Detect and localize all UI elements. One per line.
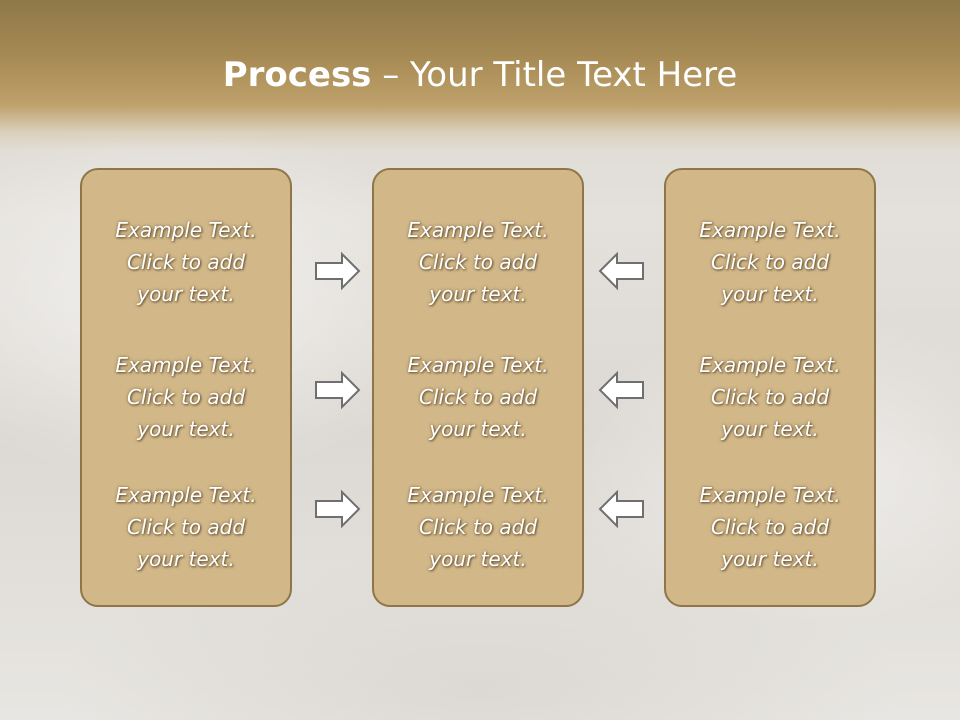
text-line: Example Text.: [407, 483, 549, 507]
text-line: your text.: [137, 547, 235, 571]
text-placeholder[interactable]: Example Text. Click to add your text.: [82, 214, 290, 310]
text-line: your text.: [721, 282, 819, 306]
text-line: Click to add: [126, 385, 246, 409]
text-line: Example Text.: [699, 353, 841, 377]
left-arrow-icon[interactable]: [597, 370, 645, 410]
panel-middle[interactable]: Example Text. Click to add your text. Ex…: [372, 168, 584, 607]
text-line: Click to add: [418, 385, 538, 409]
text-placeholder[interactable]: Example Text. Click to add your text.: [374, 214, 582, 310]
text-placeholder[interactable]: Example Text. Click to add your text.: [82, 349, 290, 445]
text-line: Click to add: [710, 515, 830, 539]
right-arrow-icon[interactable]: [314, 251, 362, 291]
text-line: Example Text.: [699, 218, 841, 242]
right-arrow-icon[interactable]: [314, 370, 362, 410]
text-placeholder[interactable]: Example Text. Click to add your text.: [666, 214, 874, 310]
title-banner: [0, 0, 960, 150]
text-line: Example Text.: [115, 353, 257, 377]
text-line: Click to add: [710, 250, 830, 274]
text-placeholder[interactable]: Example Text. Click to add your text.: [374, 349, 582, 445]
title-rest: – Your Title Text Here: [371, 55, 738, 95]
text-line: Click to add: [418, 250, 538, 274]
text-line: your text.: [429, 282, 527, 306]
text-line: your text.: [721, 547, 819, 571]
text-line: your text.: [429, 547, 527, 571]
text-line: Example Text.: [115, 483, 257, 507]
text-line: your text.: [137, 417, 235, 441]
text-placeholder[interactable]: Example Text. Click to add your text.: [666, 479, 874, 575]
text-line: Example Text.: [407, 218, 549, 242]
text-placeholder[interactable]: Example Text. Click to add your text.: [82, 479, 290, 575]
title-bold: Process: [222, 55, 372, 95]
left-arrow-icon[interactable]: [597, 489, 645, 529]
text-line: Click to add: [710, 385, 830, 409]
panel-left[interactable]: Example Text. Click to add your text. Ex…: [80, 168, 292, 607]
text-line: Example Text.: [115, 218, 257, 242]
left-arrow-icon[interactable]: [597, 251, 645, 291]
text-line: Click to add: [126, 515, 246, 539]
right-arrow-icon[interactable]: [314, 489, 362, 529]
text-line: Example Text.: [407, 353, 549, 377]
text-line: Click to add: [418, 515, 538, 539]
text-line: your text.: [137, 282, 235, 306]
text-placeholder[interactable]: Example Text. Click to add your text.: [666, 349, 874, 445]
text-placeholder[interactable]: Example Text. Click to add your text.: [374, 479, 582, 575]
text-line: your text.: [721, 417, 819, 441]
text-line: your text.: [429, 417, 527, 441]
panel-right[interactable]: Example Text. Click to add your text. Ex…: [664, 168, 876, 607]
text-line: Click to add: [126, 250, 246, 274]
slide-title[interactable]: Process – Your Title Text Here: [0, 52, 960, 98]
text-line: Example Text.: [699, 483, 841, 507]
